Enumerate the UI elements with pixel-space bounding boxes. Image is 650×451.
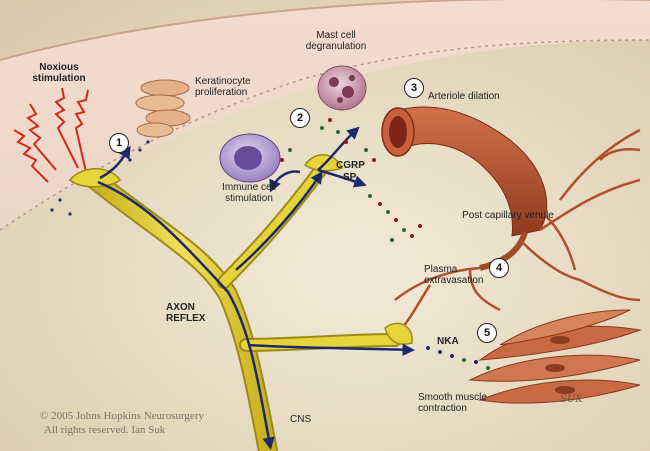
- step-marker-5: 5: [477, 323, 497, 343]
- label-immune-cell-stimulation: Immune cell stimulation: [222, 182, 276, 204]
- smooth-muscle-cells: [468, 309, 642, 404]
- label-nka: NKA: [437, 336, 459, 347]
- skin-layer: [0, 0, 650, 230]
- label-cns: CNS: [290, 414, 312, 425]
- label-smooth-muscle-contraction: Smooth muscle contraction: [418, 392, 487, 414]
- noxious-stimulus-icon: [13, 87, 89, 183]
- label-mast-cell-degranulation: Mast cell degranulation: [305, 30, 367, 52]
- label-arteriole-dilation: Arteriole dilation: [428, 91, 500, 102]
- immune-cell: [219, 133, 281, 183]
- skin-surface: [0, 0, 650, 61]
- dermal-junction: [0, 39, 650, 231]
- artist-signature: SUK: [560, 394, 583, 405]
- label-cgrp: CGRP: [336, 160, 365, 171]
- label-plasma-extravasation: Plasma extravasation: [424, 264, 484, 286]
- label-sp: SP: [343, 172, 357, 183]
- step-marker-1: 1: [109, 133, 129, 153]
- capillary-network: [394, 128, 641, 331]
- label-axon-reflex: AXON REFLEX: [166, 302, 206, 324]
- sensory-nerve: [68, 154, 413, 451]
- neuropeptide-dots: [50, 118, 490, 370]
- keratinocytes: [135, 79, 191, 138]
- label-keratinocyte-proliferation: Keratinocyte proliferation: [195, 76, 251, 98]
- impulse-pathway: [97, 126, 415, 450]
- step-marker-4: 4: [489, 258, 509, 278]
- label-post-capillary-venule: Post capillary venule: [462, 210, 554, 221]
- copyright-line-2: All rights reserved. Ian Suk: [44, 424, 166, 436]
- step-marker-2: 2: [290, 108, 310, 128]
- step-marker-3: 3: [404, 78, 424, 98]
- copyright-line-1: © 2005 Johns Hopkins Neurosurgery: [40, 410, 204, 422]
- mast-cell: [317, 65, 367, 111]
- label-noxious-stimulation: Noxious stimulation: [32, 62, 86, 84]
